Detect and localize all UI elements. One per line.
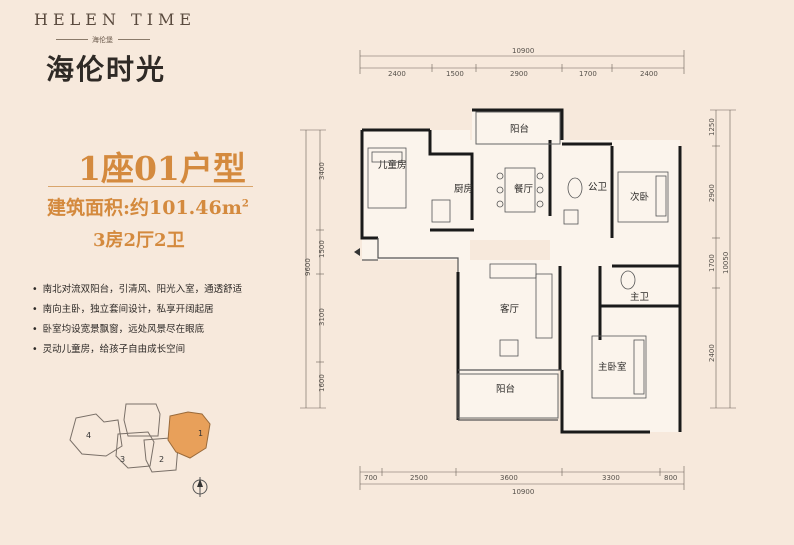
room-label-kitchen: 厨房: [454, 183, 473, 195]
feature-item: 灵动儿童房，给孩子自由成长空间: [32, 340, 242, 360]
building-label: 3: [120, 455, 125, 464]
feature-item: 卧室均设宽景飘窗，远处风景尽在眼底: [32, 320, 242, 340]
floor-plan: 10900 2400 1500 2900 1700 2400 700 2500 …: [300, 47, 736, 496]
brand-logo-text: HELEN TIME: [34, 10, 197, 29]
dim-right-seg: 1250: [708, 118, 716, 136]
building-label: 1: [198, 429, 203, 438]
brand-sub-text: 海伦堡: [92, 36, 113, 44]
kids-bed: [367, 147, 407, 209]
building-label: 2: [159, 455, 164, 464]
master-bed: [591, 335, 647, 399]
building-3-outline: [115, 431, 155, 469]
dim-bottom-seg: 2500: [410, 474, 428, 482]
dim-top-seg: 1500: [446, 70, 464, 78]
room-label-kids: 儿童房: [378, 159, 407, 171]
room-label-master-bed: 主卧室: [598, 361, 627, 373]
dim-top-seg: 1700: [579, 70, 597, 78]
brand-divider-right: [118, 39, 150, 40]
dim-top-seg: 2400: [640, 70, 658, 78]
dim-right-seg: 2900: [708, 184, 716, 202]
floor-area: [362, 110, 680, 432]
building-north-outline: [123, 403, 161, 437]
dim-top-total: 10900: [512, 47, 534, 55]
building-1-highlight: [167, 411, 211, 459]
building-location-map: 4 3 2 1: [69, 403, 211, 497]
dim-right-seg: 2400: [708, 344, 716, 362]
brand-slogan: 海伦时光: [46, 53, 167, 86]
dim-left-seg: 3100: [318, 308, 326, 326]
feature-item: 南向主卧，独立套间设计，私享开阔起居: [32, 300, 242, 320]
thin-walls: [362, 238, 562, 421]
second-bed: [617, 171, 669, 223]
dim-right-total: 10050: [722, 252, 730, 274]
room-label-bath-master: 主卫: [630, 291, 650, 303]
feature-list: 南北对流双阳台，引清风、阳光入室，通透舒适 南向主卧，独立套间设计，私享开阔起居…: [32, 280, 243, 360]
unit-room-count: 3房2厅2卫: [93, 230, 185, 251]
unit-area: 建筑面积:约101.46m2: [47, 197, 249, 219]
dim-left-seg: 1500: [318, 240, 326, 258]
room-label-balcony-north: 阳台: [510, 123, 529, 135]
brand-divider-left: [56, 39, 88, 40]
room-label-dining: 餐厅: [514, 183, 534, 195]
room-label-bath-public: 公卫: [588, 182, 608, 193]
dim-bottom-seg: 3300: [602, 474, 620, 482]
entrance-arrow-icon: [354, 248, 360, 256]
dim-top-seg: 2400: [388, 70, 406, 78]
room-label-living: 客厅: [500, 303, 520, 315]
dining-table: [496, 167, 544, 213]
room-label-second-bed: 次卧: [630, 191, 650, 203]
dim-bottom-total: 10900: [512, 488, 534, 496]
dim-left-seg: 1600: [318, 374, 326, 392]
left-dimension-lines: [300, 129, 326, 409]
right-dimension-lines: [710, 109, 736, 409]
room-label-balcony-south: 阳台: [496, 383, 515, 395]
title-divider: [48, 186, 253, 187]
feature-item: 南北对流双阳台，引清风、阳光入室，通透舒适: [32, 280, 243, 300]
dim-right-seg: 1700: [708, 254, 716, 272]
bottom-dimension-lines: [359, 466, 685, 490]
unit-title: 1座01户型: [78, 149, 246, 188]
dim-bottom-seg: 800: [664, 474, 677, 482]
balcony-outlines: [457, 111, 561, 419]
bathroom-fixtures: [431, 177, 636, 290]
dim-bottom-seg: 700: [364, 474, 377, 482]
top-dimension-lines: [359, 50, 685, 74]
compass-icon: [192, 477, 208, 497]
dim-bottom-seg: 3600: [500, 474, 518, 482]
dim-left-total: 9600: [304, 258, 312, 276]
sofa: [489, 263, 553, 357]
dim-left-seg: 3400: [318, 162, 326, 180]
building-4-outline: [69, 413, 123, 457]
dim-top-seg: 2900: [510, 70, 528, 78]
building-label: 4: [86, 431, 91, 440]
